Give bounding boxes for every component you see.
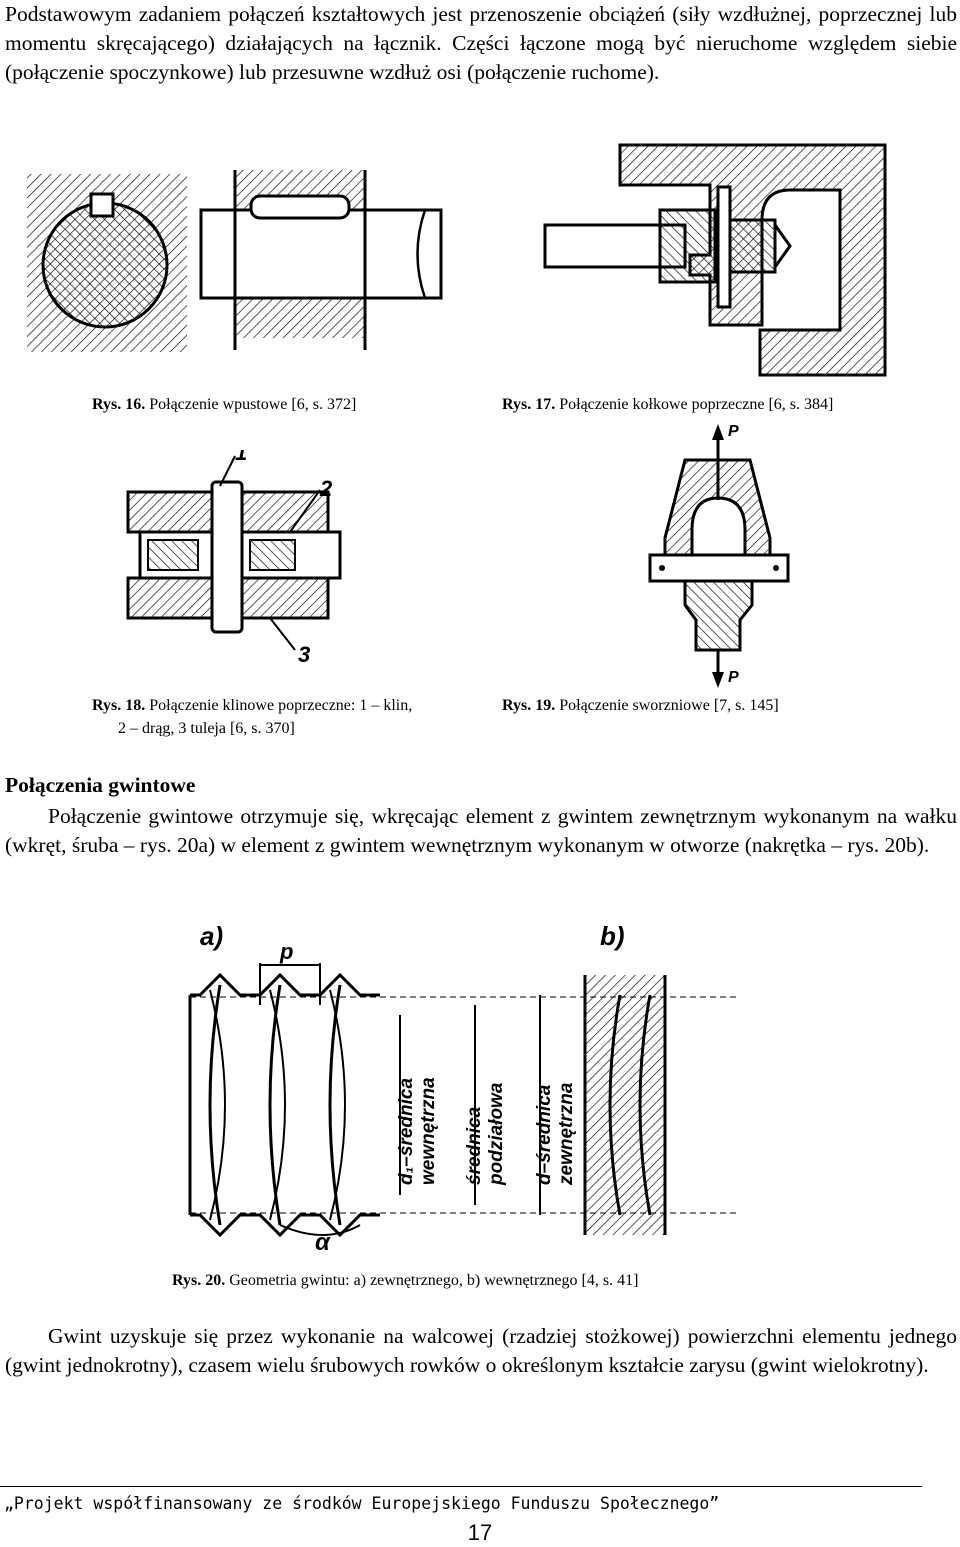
shaft-body — [199, 208, 443, 300]
key-body — [249, 194, 351, 220]
section-heading: Połączenia gwintowe — [5, 773, 196, 797]
gwintowe-paragraph: Połączenie gwintowe otrzymuje się, wkręc… — [5, 804, 957, 857]
shaft-section — [41, 201, 169, 329]
figure-20-drawing: a) b) p d₁–średnicawewnętrzna średnicapo… — [188, 921, 740, 1256]
label-1: 1 — [235, 450, 247, 465]
footer-text: „Projekt współfinansowany ze środków Eur… — [4, 1494, 720, 1513]
figure-18-caption-line2: 2 – drąg, 3 tuleja [6, s. 370] — [118, 720, 295, 737]
nut-section — [585, 975, 665, 1235]
figure-18-caption: Rys. 18. Połączenie klinowe poprzeczne: … — [92, 697, 413, 714]
force-label-top: P — [728, 423, 739, 440]
pin — [716, 185, 732, 309]
rod-eye — [683, 579, 754, 652]
gwint-paragraph: Gwint uzyskuje się przez wykonanie na wa… — [5, 1324, 957, 1377]
hub-bottom — [235, 298, 365, 338]
cotter — [210, 480, 244, 634]
footer-divider — [0, 1486, 922, 1487]
external-thread-profile — [190, 972, 380, 997]
dim1-text: d₁–średnicawewnętrzna — [396, 1077, 439, 1185]
fork — [663, 458, 772, 557]
dim2-text: średnicapodziałowa — [464, 1082, 507, 1186]
label-a: a) — [200, 921, 223, 951]
label-2: 2 — [319, 476, 333, 501]
label-alpha: α — [315, 1229, 331, 1256]
figure-17-drawing — [543, 143, 887, 377]
page-number: 17 — [467, 1520, 493, 1545]
figure-16-caption: Rys. 16. Połączenie wpustowe [6, s. 372] — [92, 396, 357, 413]
key-section — [89, 192, 115, 218]
dim3-text: d–średnicazewnętrzna — [534, 1082, 577, 1186]
figure-16-drawing — [27, 170, 443, 352]
figure-17-caption: Rys. 17. Połączenie kołkowe poprzeczne [… — [502, 396, 834, 413]
label-3: 3 — [298, 642, 310, 667]
hub-left — [658, 208, 717, 284]
label-p: p — [279, 939, 293, 964]
force-label-bottom: P — [728, 669, 739, 686]
label-b: b) — [600, 921, 625, 951]
figure-18-drawing: 1 2 3 — [126, 450, 342, 667]
clevis-pin — [648, 553, 790, 583]
intro-paragraph: Podstawowym zadaniem połączeń kształtowy… — [5, 2, 957, 84]
figure-20-caption: Rys. 20. Geometria gwintu: a) zewnętrzne… — [172, 1272, 639, 1289]
figure-19-drawing: P P — [648, 423, 790, 688]
figure-19-caption: Rys. 19. Połączenie sworzniowe [7, s. 14… — [502, 697, 779, 714]
